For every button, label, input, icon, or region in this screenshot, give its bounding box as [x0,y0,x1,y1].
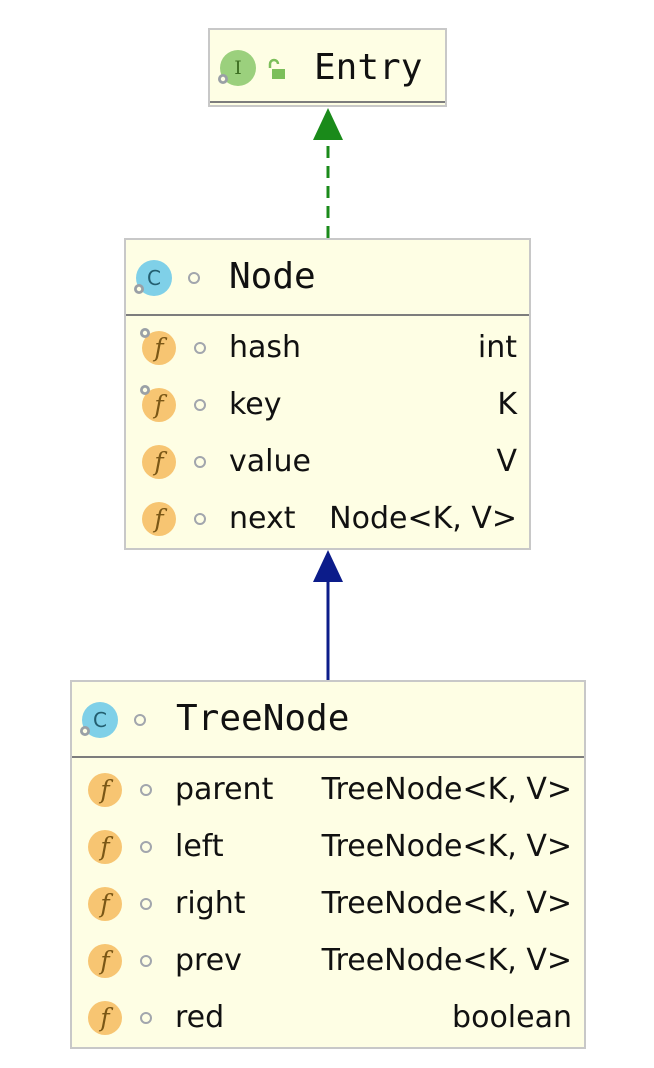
visibility-dot-icon [140,898,152,910]
field-name: next [229,501,296,536]
visibility-dot-icon [194,342,206,354]
field-row-key[interactable]: f key K [126,377,529,434]
field-row-prev[interactable]: f prev TreeNode<K, V> [72,933,584,990]
field-name: prev [175,943,242,978]
visibility-dot-icon [194,399,206,411]
pin-icon [80,726,90,736]
field-icon: f [142,445,176,479]
field-type: int [477,330,517,365]
field-icon: f [142,502,176,536]
field-row-next[interactable]: f next Node<K, V> [126,491,529,548]
entry-interface-box[interactable]: I Entry [208,28,447,107]
pin-icon [140,385,150,395]
public-lock-icon [268,58,285,79]
field-row-parent[interactable]: f parent TreeNode<K, V> [72,762,584,819]
field-row-red[interactable]: f red boolean [72,990,584,1047]
visibility-dot-icon [140,841,152,853]
pin-icon [140,328,150,338]
field-icon: f [88,830,122,864]
treenode-title: TreeNode [176,698,350,739]
visibility-dot-icon [140,784,152,796]
entry-header: I Entry [210,30,445,103]
visibility-dot-icon [140,1012,152,1024]
field-icon: f [88,944,122,978]
pin-icon [134,284,144,294]
field-name: right [175,886,246,921]
field-type: TreeNode<K, V> [321,886,572,921]
field-row-right[interactable]: f right TreeNode<K, V> [72,876,584,933]
entry-title: Entry [314,47,423,88]
field-row-hash[interactable]: f hash int [126,320,529,377]
class-icon: C [82,702,118,738]
treenode-header: C TreeNode [72,682,584,758]
node-title: Node [229,256,316,297]
field-name: left [175,829,224,864]
field-type: TreeNode<K, V> [321,829,572,864]
treenode-class-box[interactable]: C TreeNode f parent TreeNode<K, V> f lef… [70,680,586,1049]
visibility-dot-icon [194,456,206,468]
implements-arrowhead [313,108,343,140]
field-type: V [496,444,517,479]
class-icon: C [136,260,172,296]
field-icon: f [88,773,122,807]
visibility-dot-icon [188,272,200,284]
field-type: TreeNode<K, V> [321,772,572,807]
visibility-dot-icon [134,714,146,726]
field-name: hash [229,330,302,365]
field-name: red [175,1000,225,1035]
field-type: boolean [452,1000,572,1035]
field-row-left[interactable]: f left TreeNode<K, V> [72,819,584,876]
field-name: parent [175,772,274,807]
field-name: value [229,444,311,479]
visibility-dot-icon [140,955,152,967]
field-icon: f [88,887,122,921]
field-type: TreeNode<K, V> [321,943,572,978]
field-type: K [497,387,517,422]
field-type: Node<K, V> [329,501,517,536]
field-row-value[interactable]: f value V [126,434,529,491]
field-icon: f [88,1001,122,1035]
node-header: C Node [126,240,529,316]
node-class-box[interactable]: C Node f hash int f key K f value V f ne… [124,238,531,550]
field-name: key [229,387,282,422]
pin-icon [218,74,228,84]
visibility-dot-icon [194,513,206,525]
extends-arrowhead [313,550,343,582]
